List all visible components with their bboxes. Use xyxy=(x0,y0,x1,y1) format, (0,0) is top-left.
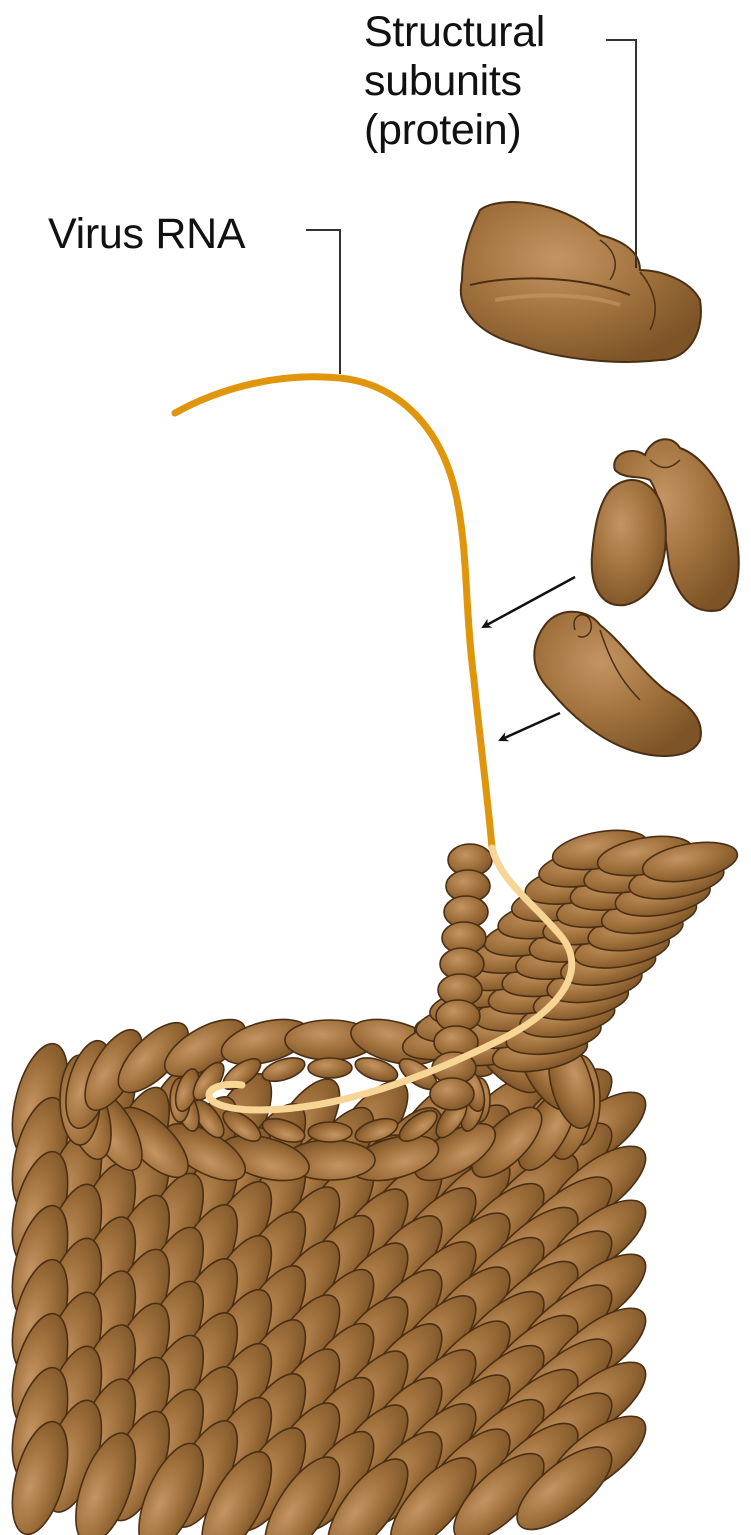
structural-subunits-label-line: subunits xyxy=(364,57,604,106)
capsid-protein-subunit xyxy=(308,1058,352,1078)
capsid-protein-subunit xyxy=(430,1078,474,1110)
capsid-protein-subunit xyxy=(308,1122,352,1142)
assembled-capsid xyxy=(2,824,741,1535)
protein-subunit-lower xyxy=(534,612,701,756)
structural-subunits-label-line: Structural xyxy=(364,8,604,57)
structural-subunits-label-line: (protein) xyxy=(364,106,604,155)
arrow-lower xyxy=(500,713,560,740)
virus-rna-label: Virus RNA xyxy=(48,210,245,259)
protein-subunit-top xyxy=(461,202,701,362)
free-protein-subunits xyxy=(461,202,739,756)
structural-subunits-label: Structural subunits (protein) xyxy=(364,8,604,155)
protein-subunit-pair xyxy=(592,439,739,611)
